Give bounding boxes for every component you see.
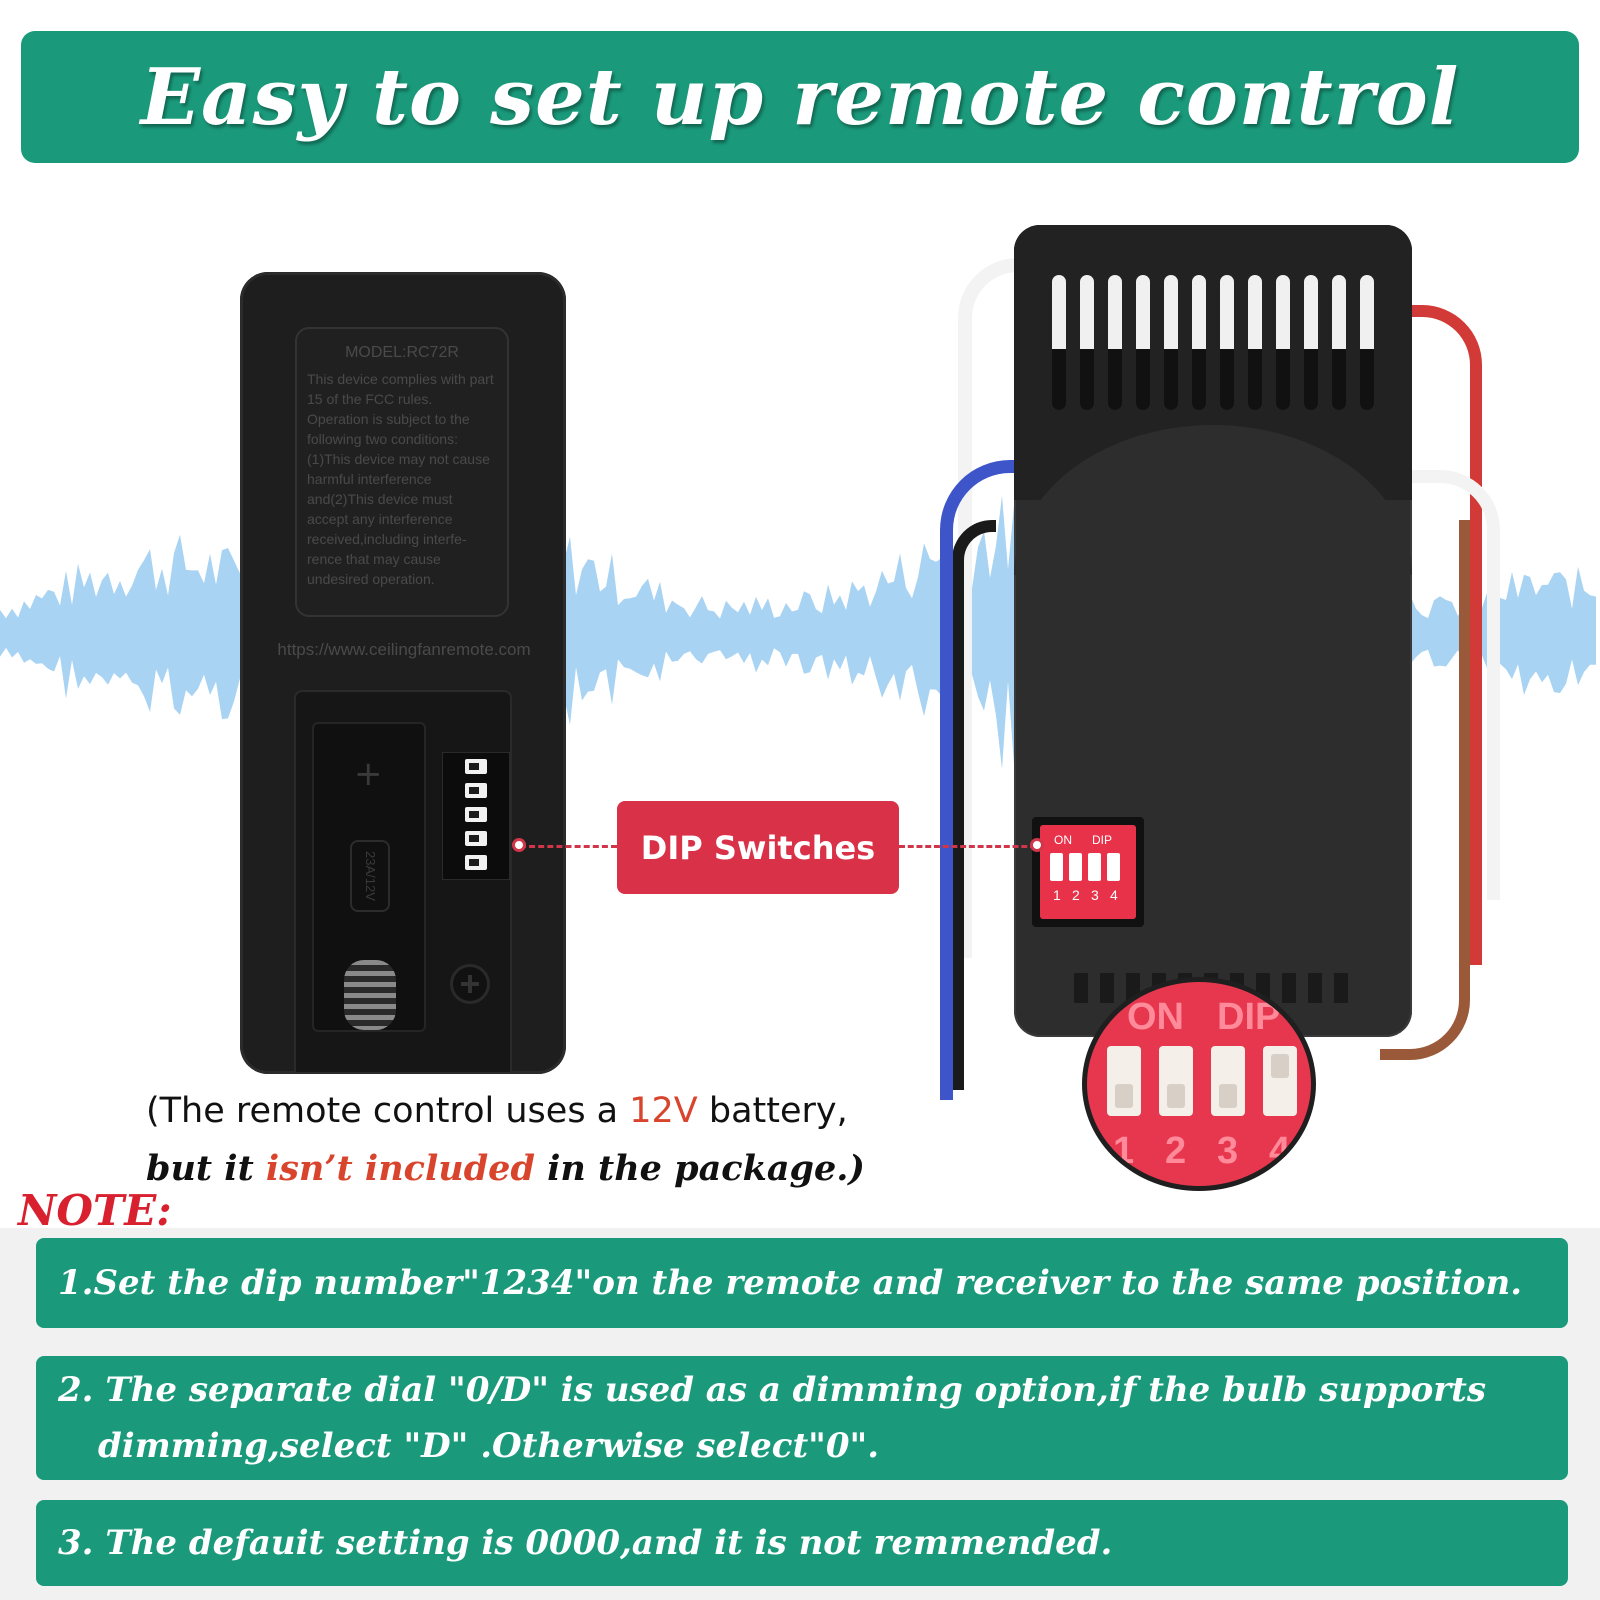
battery-note-text: but it bbox=[146, 1148, 266, 1189]
remote-dip-switch-4[interactable] bbox=[465, 831, 487, 846]
note-item-text: 3. The defauit setting is 0000,and it is… bbox=[58, 1523, 1113, 1563]
note-item-text: 2. The separate dial "0/D" is used as a … bbox=[58, 1370, 1487, 1410]
callout-line-left bbox=[520, 845, 617, 848]
battery-not-included: isn’t included bbox=[265, 1148, 535, 1189]
remote-dip-switch-1[interactable] bbox=[465, 759, 487, 774]
zoom-number: 3 bbox=[1217, 1130, 1239, 1172]
dip-switch-zoom: ON DIP 1 2 3 4 bbox=[1082, 977, 1316, 1191]
callout-dot-left bbox=[512, 838, 526, 852]
note-item-text: 1.Set the dip number"1234"on the remote … bbox=[58, 1263, 1523, 1303]
receiver-dip-on-label: ON bbox=[1054, 833, 1072, 847]
battery-note-text: (The remote control uses a bbox=[146, 1091, 630, 1131]
receiver-dip-label: DIP bbox=[1092, 833, 1113, 847]
receiver-dip-switch-2[interactable] bbox=[1069, 853, 1082, 881]
fcc-statement: This device complies with part 15 of the… bbox=[307, 371, 494, 587]
note-item-text: dimming,select "D" .Otherwise select"0". bbox=[98, 1426, 880, 1466]
battery-voltage: 12V bbox=[629, 1091, 698, 1131]
zoom-number: 2 bbox=[1165, 1130, 1187, 1172]
battery-spring-icon bbox=[344, 960, 396, 1030]
battery-plus-mark: + bbox=[354, 754, 383, 794]
receiver-dip-switch-4[interactable] bbox=[1107, 853, 1120, 881]
banner-title: Easy to set up remote control bbox=[140, 51, 1460, 143]
receiver-dip-switch-3[interactable] bbox=[1088, 853, 1101, 881]
zoom-switch-4 bbox=[1263, 1046, 1297, 1116]
title-banner: Easy to set up remote control bbox=[21, 31, 1579, 163]
remote-dip-switch-3[interactable] bbox=[465, 807, 487, 822]
receiver-dip-number: 2 bbox=[1072, 887, 1080, 903]
zoom-switch-1 bbox=[1107, 1046, 1141, 1116]
remote-dip-switch-2[interactable] bbox=[465, 783, 487, 798]
callout-line-right bbox=[899, 845, 1036, 848]
zoom-switch-2 bbox=[1159, 1046, 1193, 1116]
vent-slot bbox=[1360, 275, 1374, 410]
remote-dip-switch[interactable] bbox=[442, 752, 510, 880]
receiver-dip-number: 3 bbox=[1091, 887, 1099, 903]
note-title: NOTE: bbox=[18, 1186, 172, 1235]
vent-slot bbox=[1220, 275, 1234, 410]
battery-slot: + 23A/12V bbox=[312, 722, 426, 1032]
battery-note-text: battery, bbox=[697, 1091, 848, 1131]
zoom-dip-label: DIP bbox=[1217, 996, 1281, 1038]
vent-slot bbox=[1192, 275, 1206, 410]
receiver-dip-number: 4 bbox=[1110, 887, 1118, 903]
receiver-dip-switch[interactable]: ON DIP 1 2 3 4 bbox=[1032, 817, 1144, 927]
receiver-dip-panel: ON DIP 1 2 3 4 bbox=[1040, 825, 1136, 919]
note-item-2-text: 2. The separate dial "0/D" is used as a … bbox=[58, 1362, 1486, 1474]
model-number: MODEL:RC72R bbox=[345, 344, 459, 361]
zoom-on-label: ON bbox=[1127, 996, 1184, 1038]
battery-note-text: in the package.) bbox=[534, 1148, 865, 1189]
dip-switches-callout: DIP Switches bbox=[617, 801, 899, 894]
white-wire-right bbox=[1412, 470, 1500, 900]
sound-wave-graphic bbox=[0, 495, 1596, 769]
note-item-3: 3. The defauit setting is 0000,and it is… bbox=[36, 1500, 1568, 1586]
brown-wire bbox=[1380, 520, 1470, 1060]
callout-dot-right bbox=[1030, 838, 1044, 852]
vent-slot bbox=[1304, 275, 1318, 410]
screw-icon bbox=[450, 964, 490, 1004]
blue-wire bbox=[940, 460, 1020, 1100]
zoom-number: 4 bbox=[1269, 1130, 1291, 1172]
vent-slot bbox=[1052, 275, 1066, 410]
battery-note-line2: but it isn’t included in the package.) bbox=[146, 1140, 906, 1198]
vent-slot bbox=[1164, 275, 1178, 410]
fan-receiver: ON DIP 1 2 3 4 bbox=[1014, 225, 1412, 1037]
remote-dip-switch-dim[interactable] bbox=[465, 855, 487, 870]
receiver-dip-switch-1[interactable] bbox=[1050, 853, 1063, 881]
battery-note-line1: (The remote control uses a 12V battery, bbox=[146, 1082, 906, 1140]
note-item-2: 2. The separate dial "0/D" is used as a … bbox=[36, 1356, 1568, 1480]
vent-slot bbox=[1276, 275, 1290, 410]
battery-compartment: + 23A/12V bbox=[294, 690, 512, 1074]
zoom-number: 1 bbox=[1113, 1130, 1135, 1172]
fcc-label: MODEL:RC72R This device complies with pa… bbox=[295, 327, 509, 617]
vent-slot bbox=[1080, 275, 1094, 410]
battery-type-mark: 23A/12V bbox=[350, 840, 390, 912]
receiver-dip-number: 1 bbox=[1053, 887, 1061, 903]
vent-slot bbox=[1332, 275, 1346, 410]
vent-slot bbox=[1248, 275, 1262, 410]
note-item-1: 1.Set the dip number"1234"on the remote … bbox=[36, 1238, 1568, 1328]
vent-slot bbox=[1108, 275, 1122, 410]
zoom-switch-3 bbox=[1211, 1046, 1245, 1116]
remote-control-back: MODEL:RC72R This device complies with pa… bbox=[240, 272, 566, 1074]
remote-url: https://www.ceilingfanremote.com bbox=[277, 640, 531, 659]
vent-slot bbox=[1136, 275, 1150, 410]
battery-note: (The remote control uses a 12V battery, … bbox=[146, 1082, 906, 1198]
